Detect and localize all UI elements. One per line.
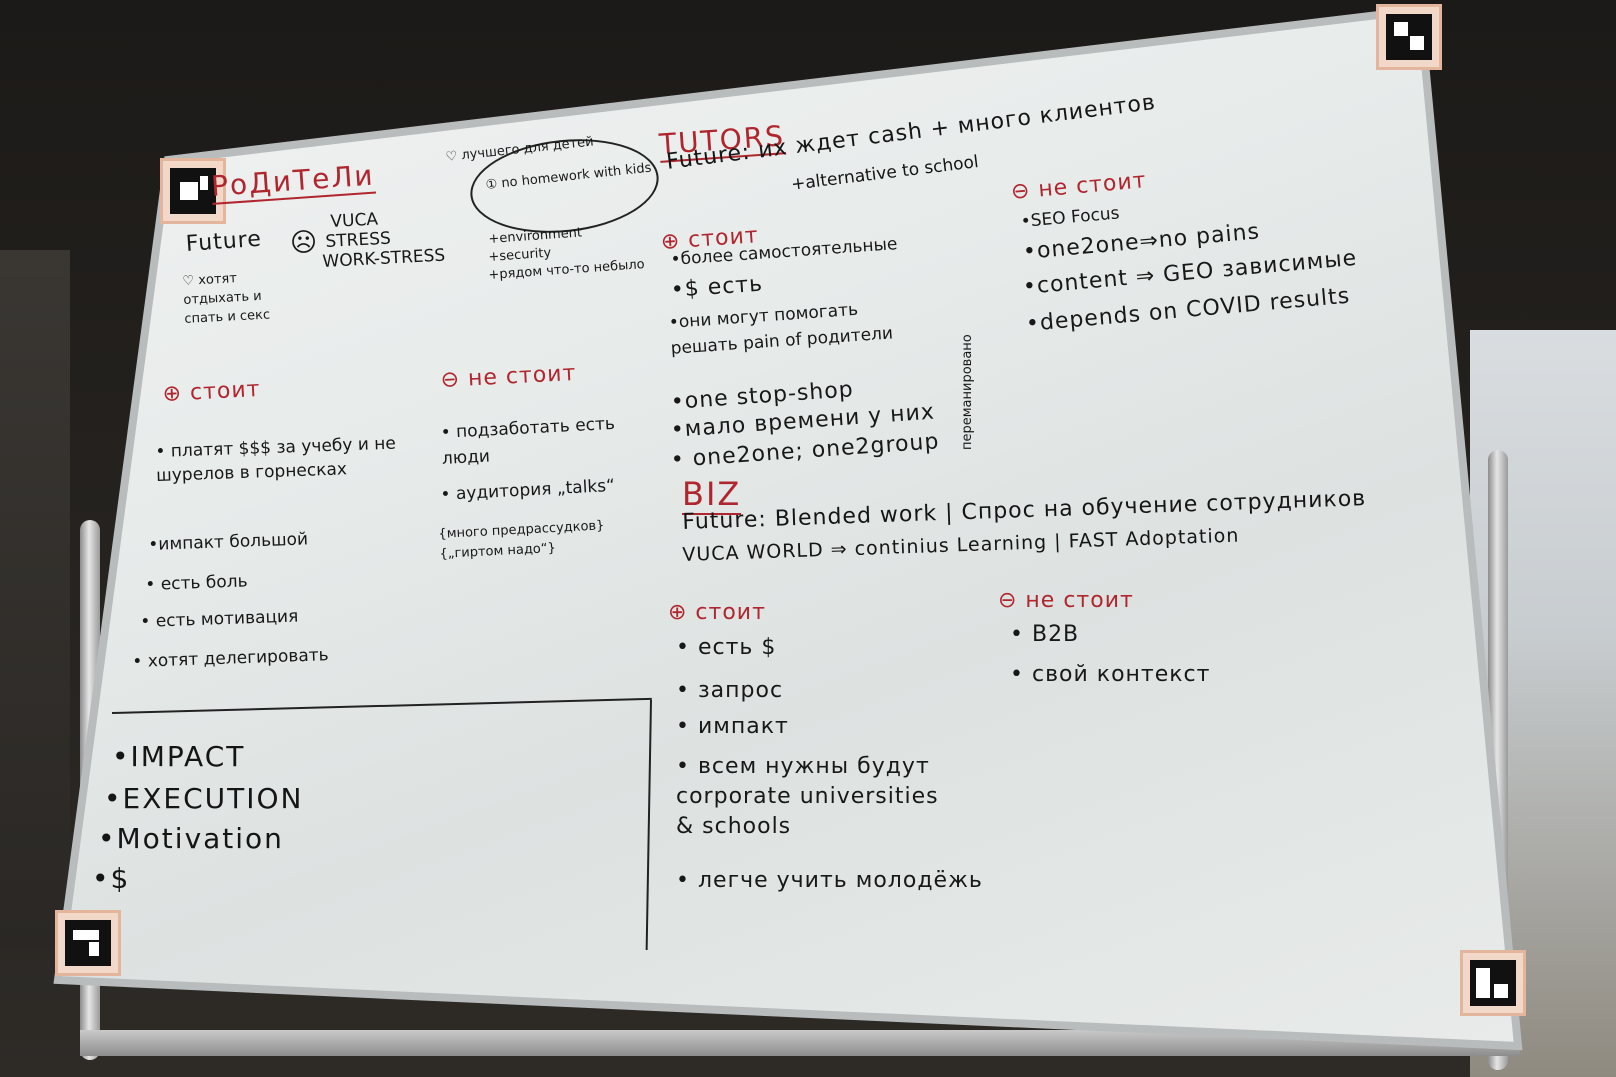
parents-plus-title: ⊕ стоит <box>162 376 262 407</box>
biz-plus-title: ⊕ стоит <box>668 600 766 625</box>
tutors-side-note: переманировано <box>960 334 975 450</box>
biz-plus-item: • всем нужны будут corporate universitie… <box>676 754 939 839</box>
biz-plus-item: • запрос <box>676 678 784 703</box>
fiducial-marker-top-left <box>160 158 226 224</box>
fiducial-marker-top-right <box>1376 4 1442 70</box>
biz-plus-item: • есть $ <box>676 635 777 660</box>
parents-future-label: Future <box>185 226 263 257</box>
criteria-item: •$ <box>92 862 131 895</box>
criteria-item: •IMPACT <box>112 740 246 773</box>
parents-plus-item: • платят $$$ за учебу и не шурелов в гор… <box>155 433 397 486</box>
biz-plus-item: • легче учить молодёжь <box>676 868 983 893</box>
biz-minus-item: • B2B <box>1010 622 1080 647</box>
biz-title: BIZ <box>682 475 742 515</box>
background-left-wall <box>0 250 70 950</box>
fiducial-marker-bottom-right <box>1460 950 1526 1016</box>
parents-plus-item: • есть боль <box>145 571 248 595</box>
fiducial-marker-bottom-left <box>55 910 121 976</box>
sad-face-icon: ☹ <box>290 228 319 258</box>
biz-minus-item: • свой контекст <box>1010 662 1211 687</box>
criteria-item: •EXECUTION <box>104 782 304 815</box>
biz-plus-item: • импакт <box>676 714 789 739</box>
criteria-item: •Motivation <box>98 822 284 855</box>
biz-minus-title: ⊖ не стоит <box>998 588 1134 613</box>
parents-minus-item: • подзаботать есть люди <box>440 413 616 469</box>
parents-wants-note: ♡ хотят отдыхать и спать и секс <box>182 271 271 327</box>
